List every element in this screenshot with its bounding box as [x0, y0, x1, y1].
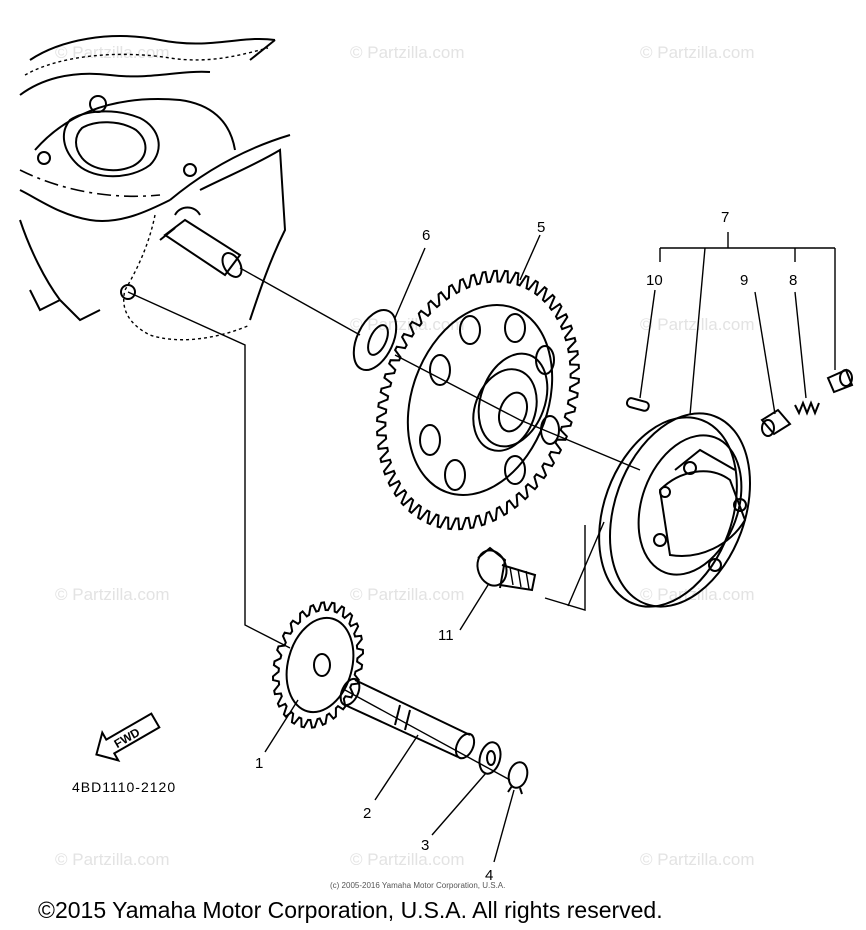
watermark-text: © Partzilla.com	[55, 585, 170, 604]
part-1-gear	[271, 601, 365, 729]
part-3-washer	[478, 741, 502, 775]
small-copyright: (c) 2005-2016 Yamaha Motor Corporation, …	[330, 881, 505, 890]
callout-1: 1	[255, 755, 263, 772]
callout-5: 5	[537, 219, 545, 236]
watermark-text: © Partzilla.com	[640, 850, 755, 869]
watermark-text: © Partzilla.com	[350, 43, 465, 62]
callout-9: 9	[740, 272, 748, 289]
gear-teeth	[271, 601, 365, 729]
callouts: 1 2 3 4 5 6 7 8 9 10 11	[255, 209, 797, 884]
callout-4: 4	[485, 867, 493, 884]
part-7-starter-clutch	[598, 232, 854, 608]
fwd-arrow: FWD	[95, 712, 161, 762]
watermarks: © Partzilla.com © Partzilla.com © Partzi…	[55, 43, 755, 869]
watermark-text: © Partzilla.com	[350, 315, 465, 334]
callout-6: 6	[422, 227, 430, 244]
part-11-bolt	[476, 546, 537, 592]
callout-8: 8	[789, 272, 797, 289]
part-6-washer	[352, 309, 398, 371]
gear-teeth	[376, 269, 580, 531]
diagram-code: 4BD1110-2120	[72, 779, 176, 795]
callout-11: 11	[438, 627, 454, 644]
leader-lines	[264, 234, 541, 863]
watermark-text: © Partzilla.com	[640, 43, 755, 62]
watermark-text: © Partzilla.com	[350, 585, 465, 604]
engine-case	[19, 35, 291, 341]
part-4-circlip	[507, 761, 529, 795]
copyright-notice: ©2015 Yamaha Motor Corporation, U.S.A. A…	[38, 897, 663, 923]
watermark-text: © Partzilla.com	[350, 850, 465, 869]
callout-3: 3	[421, 837, 429, 854]
callout-2: 2	[363, 805, 371, 822]
watermark-text: © Partzilla.com	[640, 315, 755, 334]
callout-7: 7	[721, 209, 729, 226]
part-2-shaft	[339, 677, 476, 760]
callout-10: 10	[646, 272, 663, 289]
watermark-text: © Partzilla.com	[55, 850, 170, 869]
part-5-gear	[376, 269, 580, 531]
